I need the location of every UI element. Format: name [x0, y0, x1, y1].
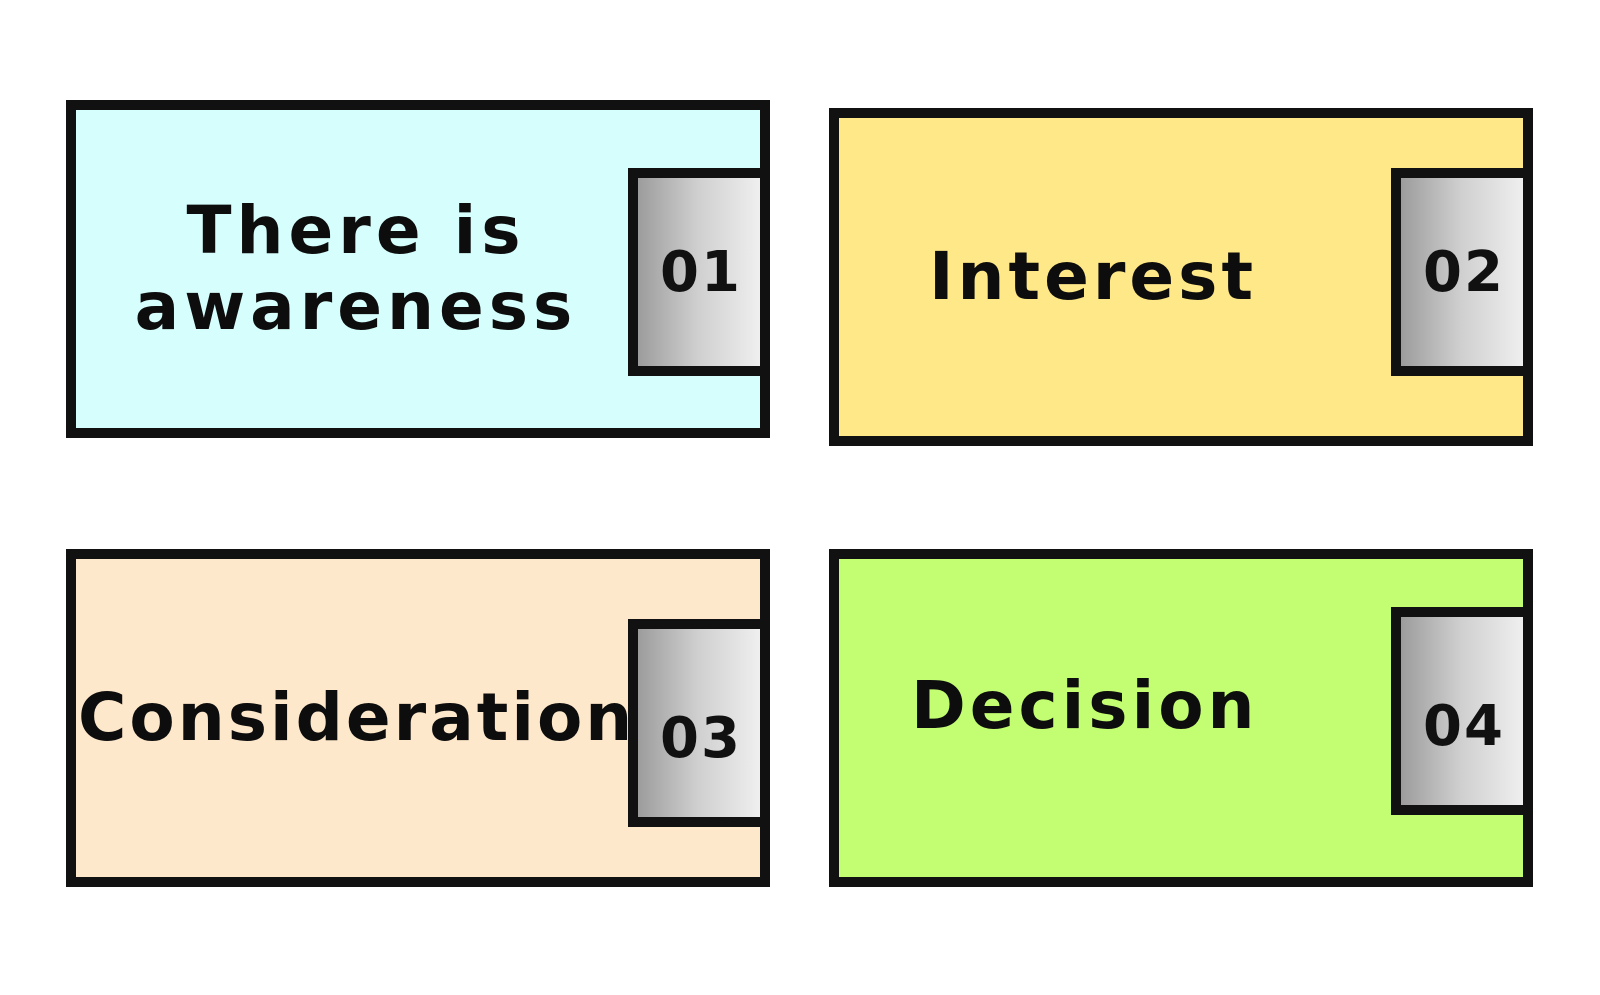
stage-number-tab: 04	[1391, 607, 1533, 815]
stage-number: 03	[660, 705, 742, 771]
stage-number-tab: 02	[1391, 168, 1533, 376]
stage-label: There is awareness	[134, 192, 578, 345]
stage-card-interest: Interest 02	[829, 108, 1533, 446]
stage-card-awareness: There is awareness 01	[66, 100, 770, 438]
stage-card-decision: Decision 04	[829, 549, 1533, 887]
stage-number-tab: 03	[628, 619, 770, 827]
stage-card-consideration: Consideration 03	[66, 549, 770, 887]
stage-number: 04	[1423, 693, 1505, 759]
stage-label: Interest	[929, 238, 1258, 316]
stage-number: 02	[1423, 239, 1505, 305]
stage-number: 01	[660, 239, 742, 305]
stage-label: Decision	[911, 667, 1259, 745]
stage-label: Consideration	[78, 679, 636, 757]
stage-number-tab: 01	[628, 168, 770, 376]
